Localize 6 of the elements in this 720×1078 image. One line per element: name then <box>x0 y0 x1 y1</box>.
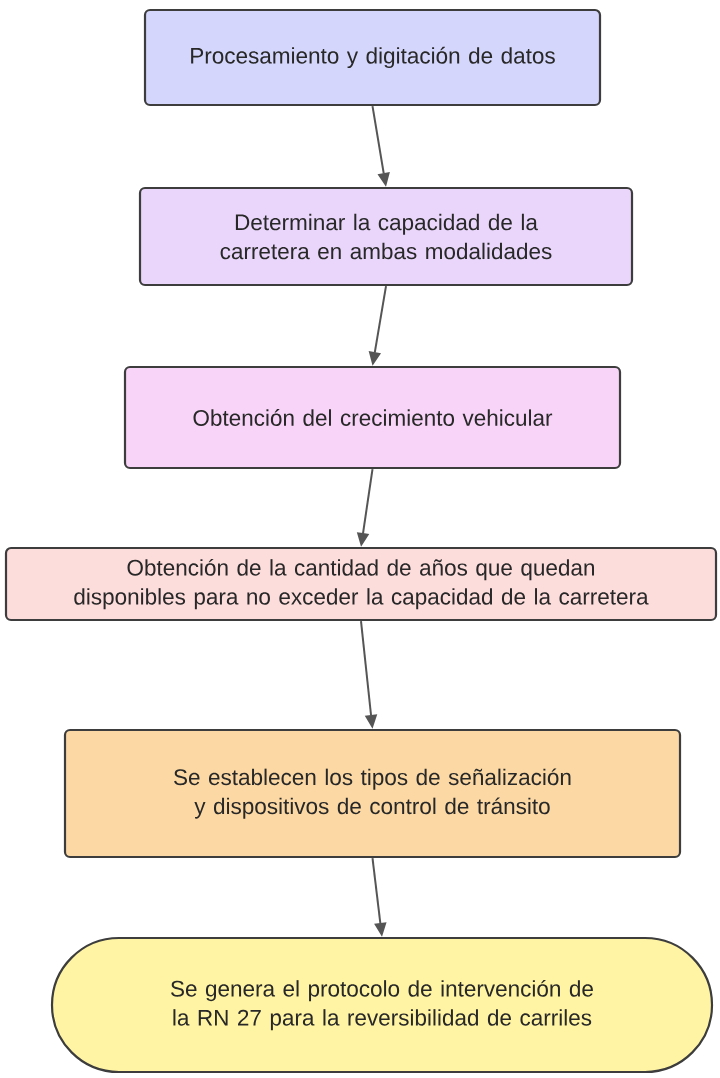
terminal-oval: Se genera el protocolo de intervención de la RN 27 para la reversibilidad de carriles <box>50 936 714 1074</box>
process-box: Obtención de la cantidad de años que quedan disponibles para no exceder la capacidad de la carretera <box>4 546 718 622</box>
process-box: Se establecen los tipos de señalización y dispositivos de control de tránsito <box>63 728 682 859</box>
process-box: Determinar la capacidad de la carretera en ambas modalidades <box>138 186 634 287</box>
process-box: Procesamiento y digitación de datos <box>143 8 602 107</box>
process-box: Obtención del crecimiento vehicular <box>123 365 622 470</box>
